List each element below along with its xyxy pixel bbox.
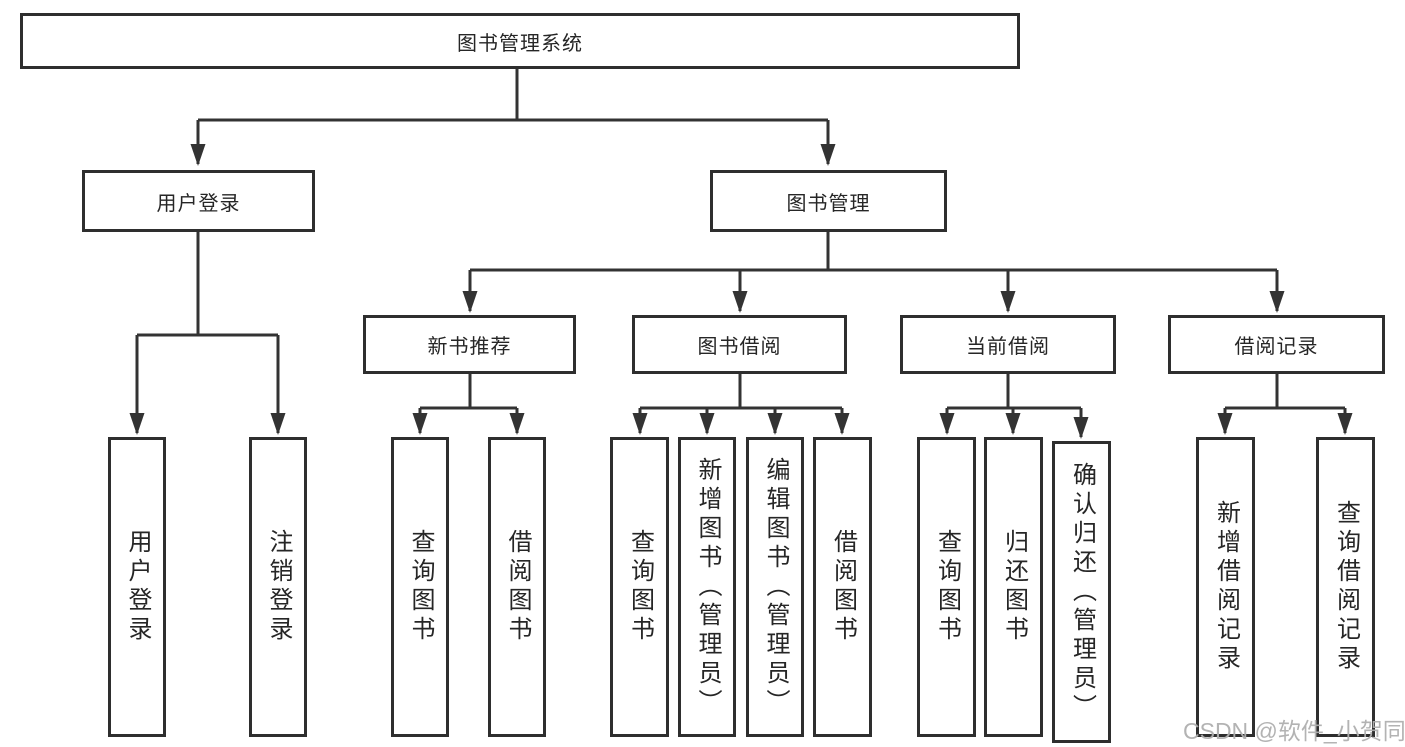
node-book-borrow: 图书借阅 [632, 315, 847, 374]
node-bb-edit-books: 编辑图书（管理员） [746, 437, 804, 737]
node-bb-query-books: 查询图书 [610, 437, 669, 737]
branch-user-login [129, 232, 286, 435]
node-br-add-record: 新增借阅记录 [1196, 437, 1255, 737]
node-new-book-rec: 新书推荐 [363, 315, 576, 374]
node-cb-return-books: 归还图书 [984, 437, 1043, 737]
node-bb-add-books: 新增图书（管理员） [678, 437, 736, 737]
watermark: CSDN @软件_小贺同学 [1183, 718, 1405, 744]
node-br-query-record: 查询借阅记录 [1316, 437, 1375, 737]
node-borrow-records: 借阅记录 [1168, 315, 1385, 374]
node-cb-query-books: 查询图书 [917, 437, 976, 737]
node-cb-confirm-return: 确认归还（管理员） [1052, 441, 1111, 743]
node-user-login-leaf: 用户登录 [108, 437, 166, 737]
branch-current-borrow [939, 374, 1089, 439]
node-nbr-borrow-books: 借阅图书 [488, 437, 546, 737]
branch-borrow-records [1217, 374, 1353, 435]
node-bb-borrow-books: 借阅图书 [813, 437, 872, 737]
node-current-borrow: 当前借阅 [900, 315, 1116, 374]
branch-root [190, 69, 836, 166]
branch-new-book-rec [412, 374, 525, 435]
node-nbr-query-books: 查询图书 [391, 437, 449, 737]
node-book-mgmt: 图书管理 [710, 170, 947, 232]
branch-book-mgmt [462, 232, 1285, 313]
node-user-login: 用户登录 [82, 170, 315, 232]
branch-book-borrow [632, 374, 850, 435]
node-logout-leaf: 注销登录 [249, 437, 307, 737]
node-root: 图书管理系统 [20, 13, 1020, 69]
